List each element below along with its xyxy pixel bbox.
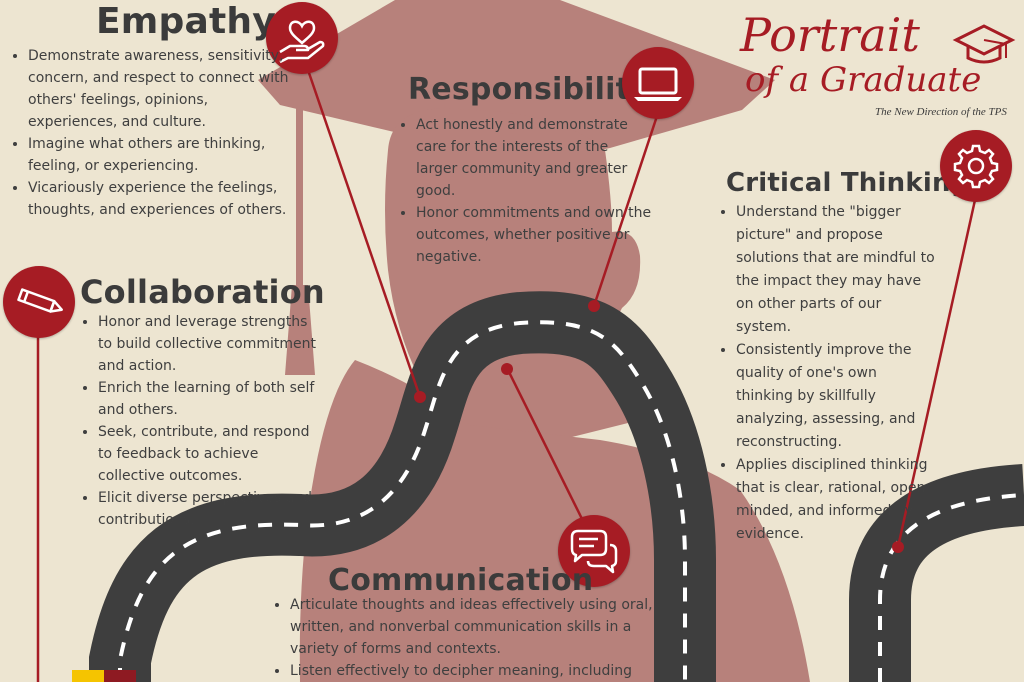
responsibility-connector	[592, 115, 659, 307]
critical-thinking-bullets: Understand the "bigger picture" and prop…	[716, 201, 936, 546]
communication-bullet: Listen effectively to decipher meaning, …	[290, 660, 676, 682]
critical-thinking-connector	[896, 199, 977, 548]
heart-hand-icon	[279, 20, 325, 64]
logo-line-1: Portrait	[740, 8, 920, 62]
collaboration-bullet: Honor and leverage strengths to build co…	[98, 311, 324, 377]
collaboration-bullet: Seek, contribute, and respond to feedbac…	[98, 421, 324, 487]
critical-thinking-dot	[892, 541, 904, 553]
collaboration-bullet: Enrich the learning of both self and oth…	[98, 377, 324, 421]
empathy-bullet: Vicariously experience the feelings, tho…	[28, 177, 294, 221]
communication-bullet: Articulate thoughts and ideas effectivel…	[290, 594, 676, 660]
responsibility-bullets: Act honestly and demonstrate care for th…	[396, 114, 652, 268]
empathy-dot	[414, 391, 426, 403]
empathy-bullet: Imagine what others are thinking, feelin…	[28, 133, 294, 177]
laptop-icon	[634, 67, 682, 101]
logo-line-2: of a Graduate	[745, 60, 982, 100]
collaboration-badge	[3, 266, 75, 338]
logo-tagline: The New Direction of the TPS	[875, 106, 1007, 118]
road-right-dashes	[878, 493, 1024, 682]
chat-bubbles-icon	[570, 529, 618, 574]
critical-thinking-bullet: Applies disciplined thinking that is cle…	[736, 454, 936, 546]
collaboration-bullet: Elicit diverse perspectives and contribu…	[98, 487, 324, 531]
maroon-block	[104, 670, 136, 682]
communication-title: Communication	[328, 563, 594, 598]
gold-block	[72, 670, 104, 682]
connector-dots	[414, 300, 904, 553]
collaboration-bullets: Honor and leverage strengths to build co…	[78, 311, 324, 531]
communication-bullets: Articulate thoughts and ideas effectivel…	[270, 594, 676, 682]
empathy-bullets: Demonstrate awareness, sensitivity, conc…	[8, 45, 294, 221]
tassel-end	[285, 285, 315, 375]
gear-icon	[953, 144, 999, 189]
tassel-cord	[296, 100, 303, 290]
responsibility-badge	[622, 47, 694, 119]
road-left-dashes	[118, 320, 687, 682]
empathy-title: Empathy	[96, 1, 276, 42]
connector-lines	[36, 69, 977, 682]
empathy-bullet: Demonstrate awareness, sensitivity, conc…	[28, 45, 294, 133]
critical-thinking-title: Critical Thinking	[726, 168, 970, 198]
winding-road	[89, 291, 1024, 682]
responsibility-bullet: Honor commitments and own the outcomes, …	[416, 202, 652, 268]
critical-thinking-bullet: Consistently improve the quality of one'…	[736, 339, 936, 454]
responsibility-title: Responsibility	[408, 72, 650, 107]
communication-dot	[501, 363, 513, 375]
collaboration-title: Collaboration	[80, 273, 325, 311]
communication-badge	[558, 515, 630, 587]
critical-thinking-badge	[940, 130, 1012, 202]
critical-thinking-bullet: Understand the "bigger picture" and prop…	[736, 201, 936, 339]
pencil-icon	[17, 288, 63, 313]
responsibility-bullet: Act honestly and demonstrate care for th…	[416, 114, 652, 202]
communication-connector	[505, 367, 592, 536]
empathy-connector	[306, 69, 422, 398]
responsibility-dot	[588, 300, 600, 312]
empathy-badge	[266, 2, 338, 74]
graduation-cap-icon	[952, 24, 1016, 64]
mortarboard-shape	[258, 0, 775, 162]
